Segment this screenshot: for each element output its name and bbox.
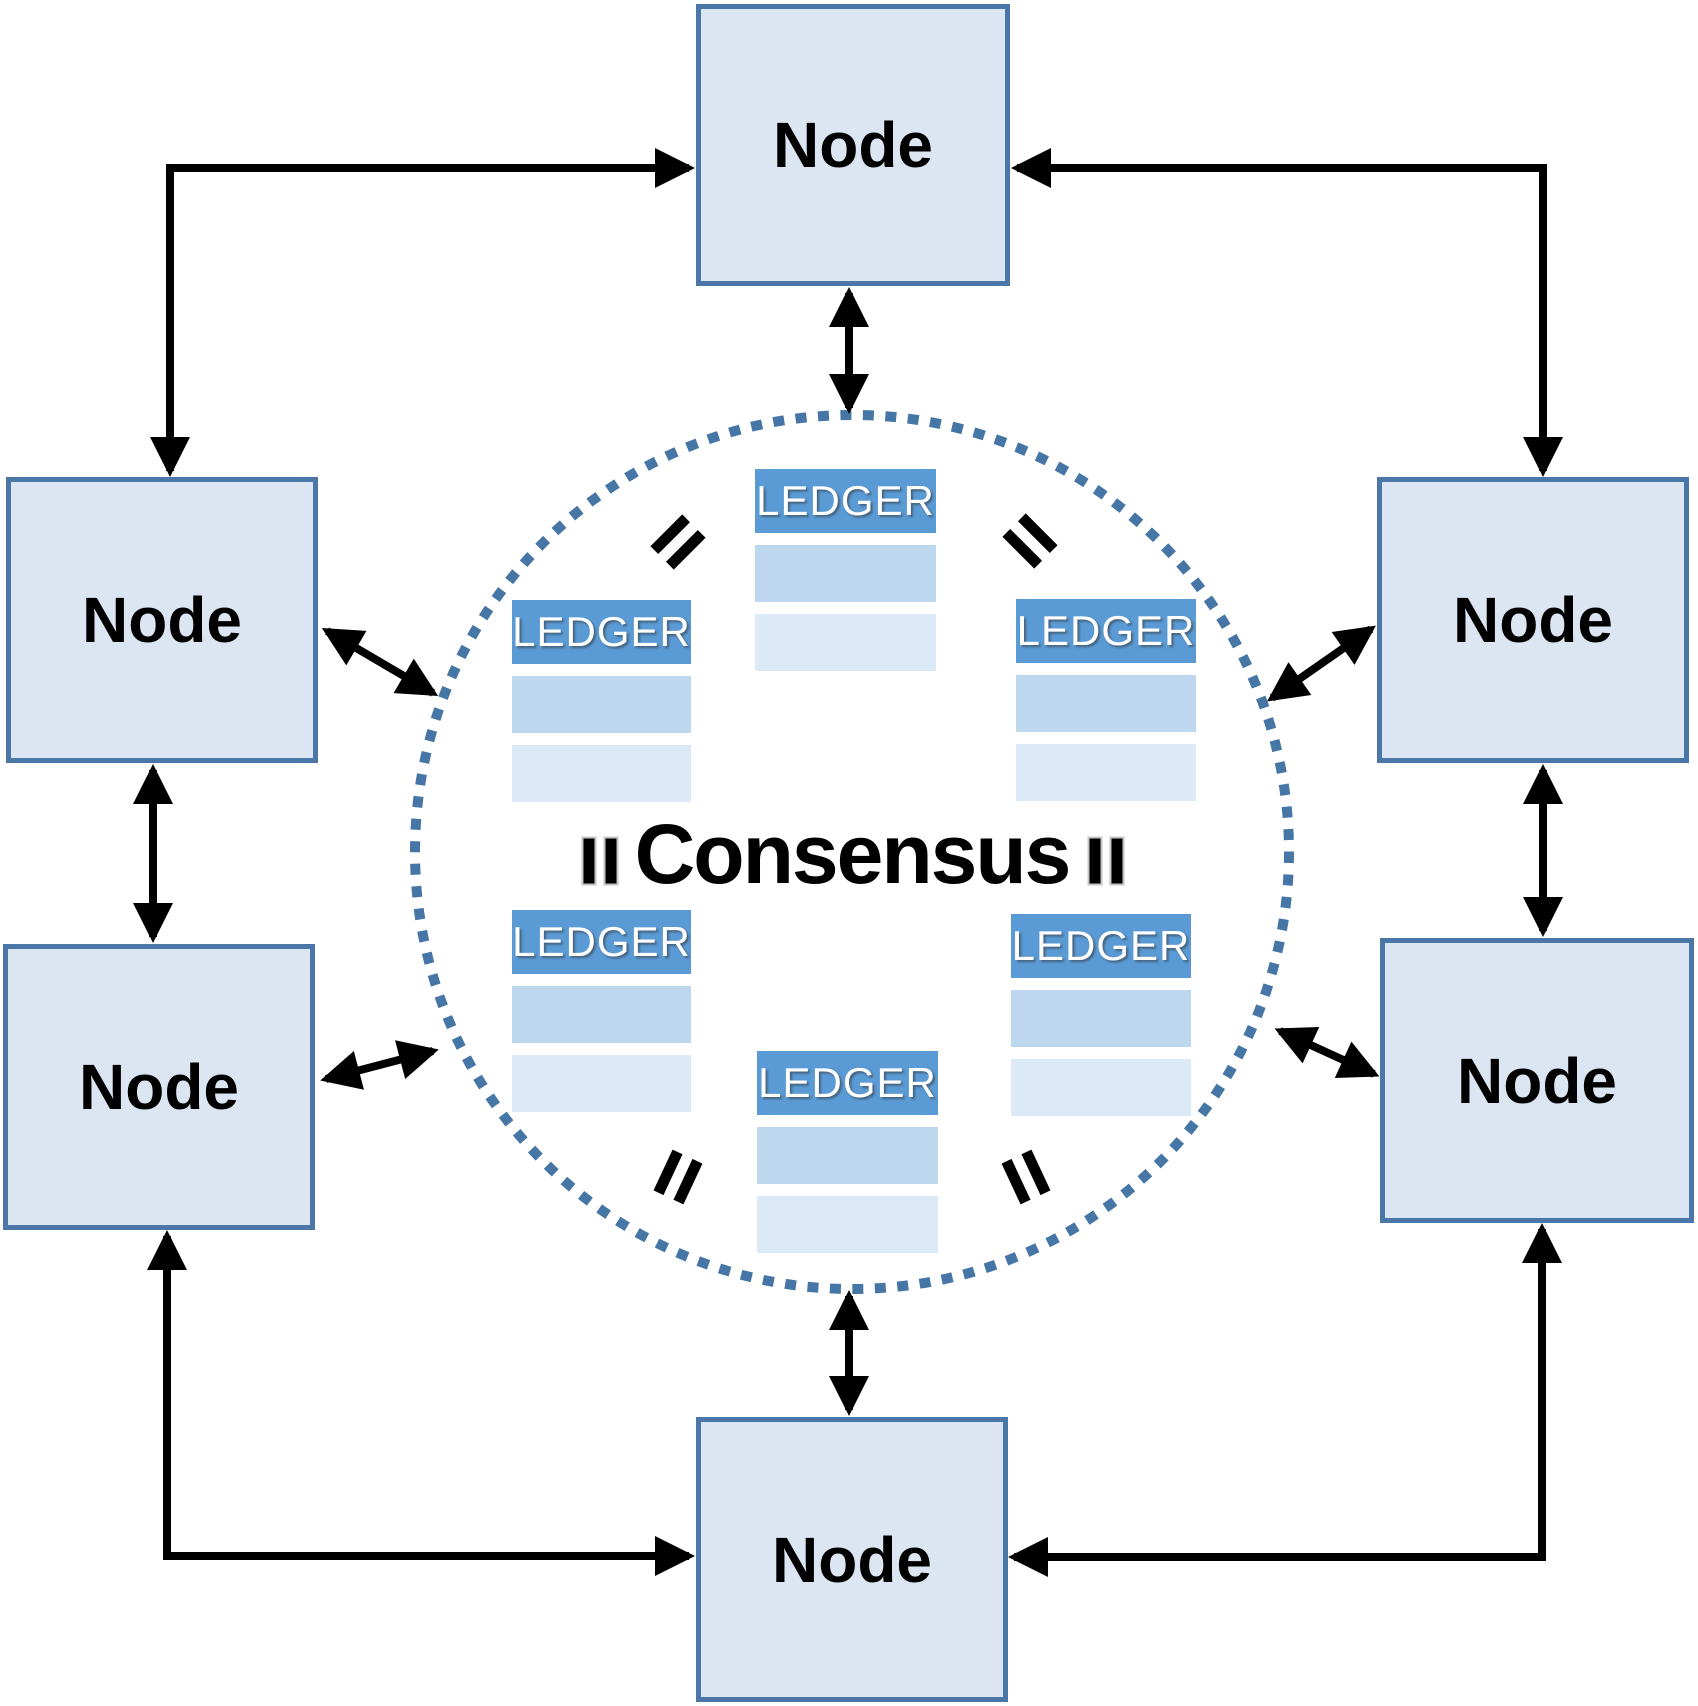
ledger-row <box>757 1127 938 1184</box>
ledger-row <box>512 676 691 733</box>
arrow-upperright-node-circle <box>1267 625 1376 702</box>
node-label: Node <box>773 109 933 181</box>
ledger-table-top: LEDGER <box>755 469 936 671</box>
arrow-bottomright-elbow <box>1008 1223 1562 1577</box>
ledger-header: LEDGER <box>512 600 691 664</box>
arrow-topleft-elbow <box>150 148 695 477</box>
ledger-table-lower-left: LEDGER <box>512 910 691 1112</box>
ledger-row <box>512 986 691 1043</box>
ledger-row <box>755 614 936 671</box>
node-label: Node <box>1457 1044 1617 1117</box>
ledger-table-upper-right: LEDGER <box>1016 599 1196 801</box>
ledger-header: LEDGER <box>1016 599 1196 663</box>
arrow-topright-elbow <box>1011 148 1563 477</box>
ledger-row <box>512 1055 691 1112</box>
node-box-lower-right: Node <box>1380 938 1694 1223</box>
node-label: Node <box>1453 584 1613 656</box>
node-box-top: Node <box>696 4 1010 286</box>
ledger-row <box>1011 990 1191 1047</box>
ledger-table-bottom: LEDGER <box>757 1051 938 1253</box>
ledger-header: LEDGER <box>512 910 691 974</box>
ledger-row <box>1016 675 1196 732</box>
ledger-header: LEDGER <box>757 1051 938 1115</box>
ledger-table-upper-left: LEDGER <box>512 600 691 802</box>
arrow-upperleft-node-circle <box>321 627 439 697</box>
ledger-row <box>1011 1059 1191 1116</box>
ledger-row <box>755 545 936 602</box>
ledger-header: LEDGER <box>1011 914 1191 978</box>
node-label: Node <box>82 584 242 656</box>
ledger-row <box>757 1196 938 1253</box>
ledger-header: LEDGER <box>755 469 936 533</box>
node-box-bottom: Node <box>696 1417 1008 1702</box>
node-box-upper-left: Node <box>6 477 318 763</box>
node-label: Node <box>79 1051 239 1123</box>
ledger-row <box>1016 744 1196 801</box>
arrow-lowerleft-node-circle <box>320 1040 439 1090</box>
node-box-upper-right: Node <box>1377 477 1689 763</box>
arrow-bottomleft-elbow <box>147 1230 695 1576</box>
node-box-lower-left: Node <box>3 944 315 1230</box>
node-label: Node <box>772 1523 932 1596</box>
ledger-row <box>512 745 691 802</box>
consensus-circle <box>410 410 1294 1294</box>
consensus-label: Consensus <box>634 807 1072 901</box>
ledger-table-lower-right: LEDGER <box>1011 914 1191 1116</box>
arrow-lowerright-node-circle <box>1274 1026 1380 1079</box>
